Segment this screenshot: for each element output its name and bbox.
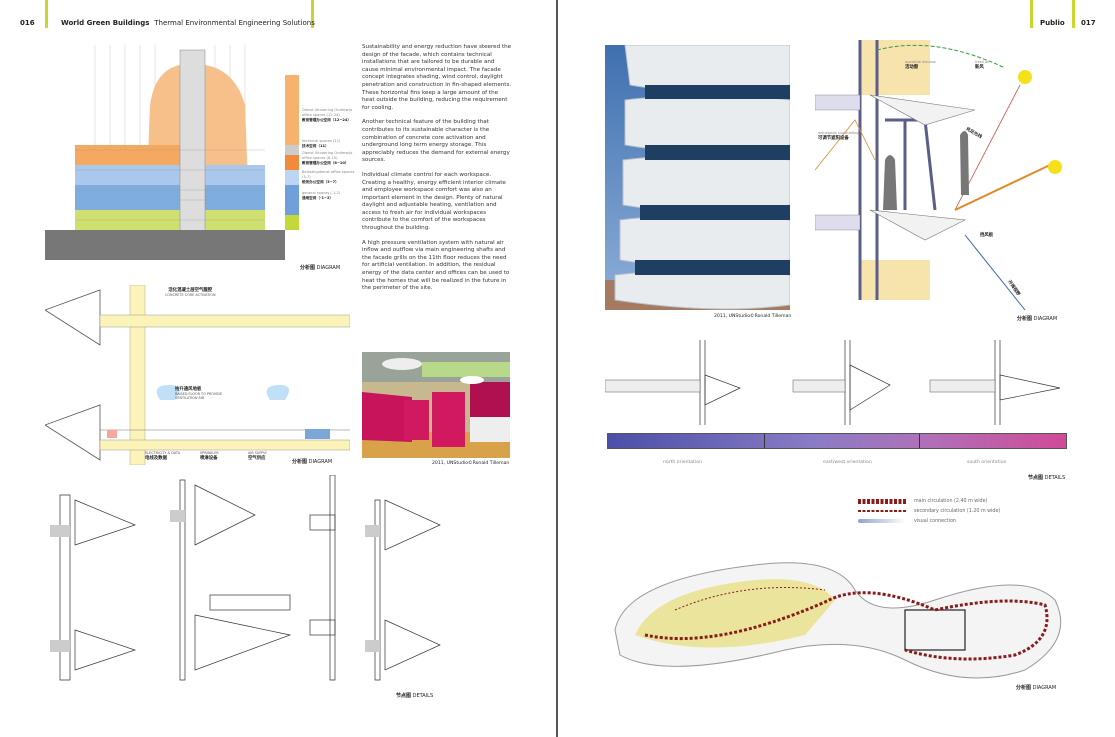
- page-number-left: 016: [20, 19, 35, 27]
- plan-caption: 分析图 DIAGRAM: [1016, 685, 1057, 691]
- secondary-circulation-swatch: [858, 510, 906, 512]
- building-section-diagram: [45, 45, 299, 260]
- page-number-right: 017: [1081, 19, 1096, 27]
- header-accent-bar: [1030, 0, 1033, 28]
- facade-detail-drawings: [50, 475, 441, 681]
- facade-caption: 分析图 DIAGRAM: [1017, 316, 1058, 322]
- tower-photo: [605, 45, 790, 310]
- orientation-label-north: north orientation: [663, 460, 702, 465]
- body-text: Sustainability and energy reduction have…: [362, 44, 512, 300]
- tower-photo-caption: 2011, UNStudio©Ronald Tilleman: [714, 314, 792, 319]
- page-gutter: [556, 0, 558, 737]
- paragraph: Sustainability and energy reduction have…: [362, 44, 512, 111]
- plan-legend: main circulation (2.40 m wide) secondary…: [858, 496, 1000, 526]
- orientation-gradient-bar: [607, 433, 1067, 449]
- header-accent-bar: [311, 0, 314, 28]
- header-accent-bar: [1072, 0, 1075, 28]
- floor-plan-circulation-diagram: [614, 562, 1062, 679]
- facade-label-wind: 挡风板: [980, 233, 994, 238]
- main-circulation-swatch: [858, 498, 906, 504]
- orientation-label-east-west: east/west orientation: [823, 460, 872, 465]
- facade-climate-diagram: [815, 40, 1062, 311]
- floor-caption: 分析图 DIAGRAM: [292, 459, 333, 465]
- floor-ventilation-diagram: [45, 285, 350, 465]
- section-caption: 分析图 DIAGRAM: [300, 265, 341, 271]
- paragraph: Another technical feature of the buildin…: [362, 119, 510, 164]
- interior-photo: [362, 352, 510, 458]
- running-title-right: Publio: [1040, 19, 1065, 27]
- details-caption-right: 节点图 DETAILS: [1028, 475, 1066, 481]
- visual-connection-swatch: [858, 519, 906, 523]
- paragraph: A high pressure ventilation system with …: [362, 239, 510, 292]
- header-accent-bar: [45, 0, 48, 28]
- interior-photo-caption: 2011, UNStudio©Ronald Tilleman: [432, 461, 510, 466]
- orientation-label-south: south orientation: [967, 460, 1007, 465]
- orientation-detail-sections: [605, 340, 1061, 425]
- details-caption-left: 节点图 DETAILS: [396, 693, 434, 699]
- running-title: World Green Buildings Thermal Environmen…: [61, 19, 315, 27]
- section-legend: Dienst Uitvoering Onderwijs office space…: [302, 108, 355, 200]
- paragraph: Individual climate control for each work…: [362, 171, 506, 232]
